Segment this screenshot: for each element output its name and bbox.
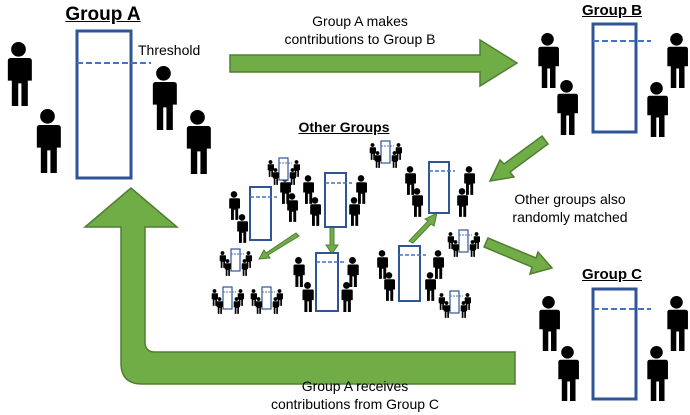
arrow-others-to-c — [483, 237, 554, 276]
person-icon — [538, 33, 559, 88]
c-to-a-label-line2: contributions from Group C — [270, 396, 440, 412]
person-icon — [647, 346, 668, 401]
other-group-box — [222, 286, 233, 310]
others-matched-label-line2: randomly matched — [512, 209, 628, 225]
group-c-title: Group C — [582, 266, 642, 283]
person-icon — [152, 66, 177, 130]
person-icon — [255, 297, 262, 314]
other-group-box — [249, 186, 272, 241]
others-matched-label-line1: Other groups also — [514, 191, 626, 207]
group-a-box — [75, 29, 133, 180]
other-group-box — [278, 157, 289, 181]
other-group-box — [324, 172, 347, 228]
group-c — [539, 287, 688, 401]
person-icon — [272, 168, 279, 185]
other-group — [377, 245, 444, 302]
other-group — [447, 229, 480, 257]
other-group — [293, 252, 359, 312]
person-icon — [302, 282, 314, 312]
group-b-title: Group B — [582, 2, 642, 19]
group-a-title: Group A — [65, 4, 141, 25]
other-group-box — [449, 290, 460, 314]
person-icon — [186, 110, 211, 174]
person-icon — [557, 80, 578, 135]
arrow-c-to-a — [82, 187, 516, 385]
person-icon — [374, 151, 381, 168]
a-to-b-label-line1: Group A makes — [312, 13, 408, 29]
other-group — [267, 157, 300, 185]
other-group — [211, 286, 244, 314]
other-groups-cluster — [211, 140, 480, 318]
other-group-box — [261, 286, 272, 310]
arrow-icon — [408, 212, 438, 244]
person-icon — [356, 175, 367, 204]
person-icon — [452, 240, 459, 257]
person-icon — [425, 272, 436, 301]
group-a — [7, 29, 211, 180]
other-group-box — [230, 248, 241, 272]
person-icon — [539, 296, 560, 351]
arrow-icon — [258, 232, 300, 260]
c-to-a-label-line1: Group A receives — [301, 378, 409, 394]
a-to-b-label-line2: contributions to Group B — [284, 31, 436, 47]
other-group-box — [458, 229, 469, 253]
arrow-icon — [325, 223, 339, 255]
person-icon — [667, 296, 688, 351]
other-group — [250, 286, 283, 314]
person-icon — [433, 250, 444, 279]
person-icon — [558, 346, 579, 401]
person-icon — [443, 301, 450, 318]
person-icon — [216, 297, 223, 314]
other-group — [303, 172, 367, 228]
arrow-a-to-b — [229, 38, 519, 88]
person-icon — [464, 166, 475, 195]
person-icon — [293, 257, 305, 287]
person-icon — [224, 259, 231, 276]
person-icon — [36, 109, 61, 173]
other-group-box — [315, 252, 339, 312]
person-icon — [237, 214, 248, 243]
other-group — [219, 248, 252, 276]
other-group-box — [398, 245, 421, 302]
other-groups-title: Other Groups — [298, 119, 390, 135]
group-c-box — [591, 287, 638, 401]
other-group — [438, 290, 471, 318]
person-icon — [7, 42, 32, 106]
person-icon — [229, 191, 240, 220]
person-icon — [647, 82, 668, 137]
other-group — [369, 140, 402, 168]
other-group-box — [380, 140, 391, 164]
group-b — [538, 22, 688, 137]
arrow-b-to-others — [488, 134, 550, 182]
other-group — [405, 161, 475, 217]
other-group-box — [428, 161, 450, 214]
person-icon — [347, 257, 359, 287]
person-icon — [667, 33, 688, 88]
threshold-label: Threshold — [138, 42, 201, 58]
other-group — [229, 175, 298, 243]
